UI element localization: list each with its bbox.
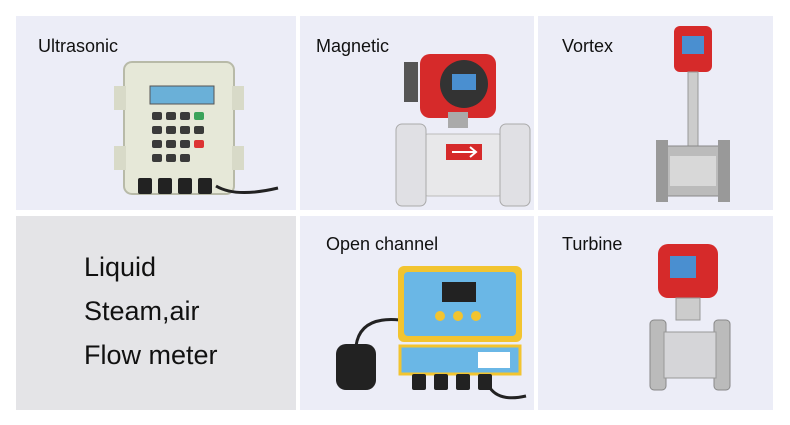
tile-magnetic[interactable]: Magnetic <box>300 16 534 210</box>
tile-ultrasonic[interactable]: Ultrasonic <box>16 16 296 210</box>
feature-line-flow-meter: Flow meter <box>84 340 218 370</box>
magnetic-meter-icon <box>395 54 531 207</box>
tile-turbine[interactable]: Turbine <box>538 216 773 410</box>
tile-label: Open channel <box>326 234 439 254</box>
turbine-meter-icon <box>649 244 731 391</box>
tile-feature-text: Liquid Steam,air Flow meter <box>16 216 296 410</box>
feature-line-liquid: Liquid <box>84 252 157 282</box>
tile-label: Turbine <box>562 234 623 254</box>
tile-label: Ultrasonic <box>38 36 119 56</box>
tile-label: Magnetic <box>316 36 390 56</box>
feature-line-steam-air: Steam,air <box>84 296 200 326</box>
open-channel-meter-icon <box>336 266 527 400</box>
tile-open-channel[interactable]: Open channel <box>300 216 534 410</box>
ultrasonic-meter-icon <box>114 61 279 195</box>
vortex-meter-icon <box>656 26 730 202</box>
tile-label: Vortex <box>562 36 614 56</box>
tile-vortex[interactable]: Vortex <box>538 16 773 210</box>
